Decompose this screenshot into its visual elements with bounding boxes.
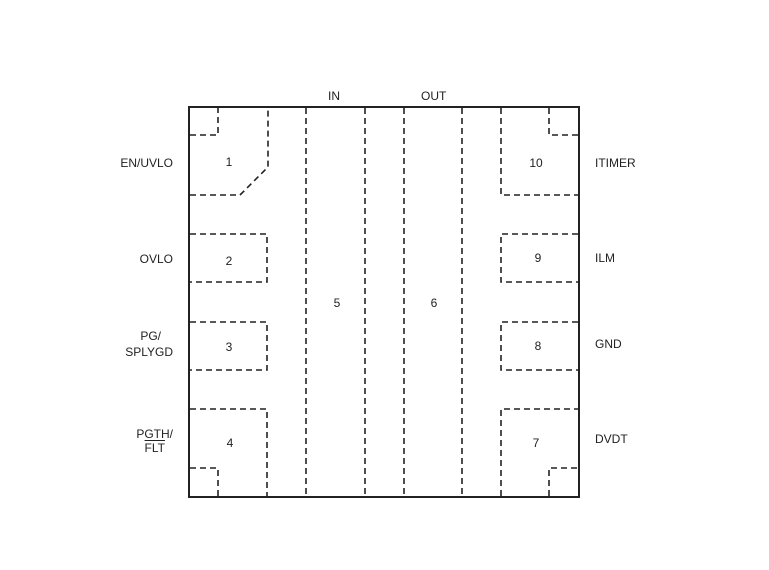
label-in: IN [328,89,340,103]
label-gnd: GND [595,337,622,351]
label-splygd: SPLYGD [125,345,173,359]
pin-9-pad [500,233,578,283]
pin-number-2: 2 [225,254,233,268]
pin-number-1: 1 [225,155,233,169]
pin-number-9: 9 [534,251,542,265]
pin-3-pad [190,321,268,371]
pin-8-pad [500,321,578,371]
pin-number-10: 10 [529,156,543,170]
label-dvdt: DVDT [595,432,628,446]
label-pgth-line1: PGTH/ [136,427,173,441]
label-itimer: ITIMER [595,156,636,170]
pin-number-4: 4 [226,436,234,450]
label-out: OUT [421,89,447,103]
label-ilm: ILM [595,251,616,265]
label-ovlo: OVLO [139,252,173,266]
pin-number-7: 7 [532,436,540,450]
pin-6-pad [403,108,463,496]
pin-1-corner-marker [190,108,219,136]
pin-number-8: 8 [534,339,542,353]
pin-number-3: 3 [225,340,233,354]
label-flt: FLT [144,441,165,455]
pin-7-corner-marker [548,467,578,496]
label-en-uvlo: EN/UVLO [120,156,173,170]
pin-1-pad [190,108,269,196]
package-outline [188,106,580,498]
pin-number-5: 5 [333,296,341,310]
pin-10-pad [500,108,578,196]
pin-7-pad [500,408,578,496]
pin-4-corner-marker [190,467,219,496]
pin-number-6: 6 [430,296,438,310]
pin-10-corner-marker [548,108,578,136]
pin-4-pad [190,408,268,496]
pin-2-pad [190,233,268,283]
label-pg-line1: PG/ [140,329,161,343]
pin-5-pad [305,108,366,496]
